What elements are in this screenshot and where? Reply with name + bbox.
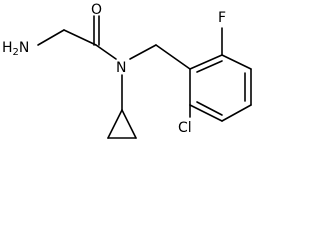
bond-ring-c5-c6 [189, 104, 223, 122]
nitrogen-label: N [116, 60, 126, 76]
bond-ring-c4-c5 [221, 104, 252, 122]
bond-ring-inner-1 [196, 60, 223, 73]
fluorine-label: F [218, 10, 226, 26]
amine-label: H2N [2, 40, 29, 58]
chlorine-label: Cl [178, 120, 192, 136]
bond-ch2-carbonyl [63, 29, 97, 46]
atom-labels: H2N O N F Cl [2, 2, 226, 136]
bond-ring-inner-3 [196, 101, 223, 116]
oxygen-label: O [91, 2, 102, 18]
bond-cyclopropyl-2 [121, 109, 137, 139]
bond-ring-c1-c2 [189, 54, 223, 70]
bond-carbonyl-nitrogen [95, 44, 117, 60]
molecule-structure: H2N O N F Cl [2, 2, 252, 139]
bond-cyclopropyl-1 [107, 109, 123, 139]
bonds [37, 15, 252, 139]
bond-benzyl-ring [155, 44, 191, 70]
bond-nitrogen-benzyl [129, 44, 157, 60]
bond-amine-ch2 [37, 29, 65, 46]
bond-ring-c2-c3 [221, 54, 252, 70]
